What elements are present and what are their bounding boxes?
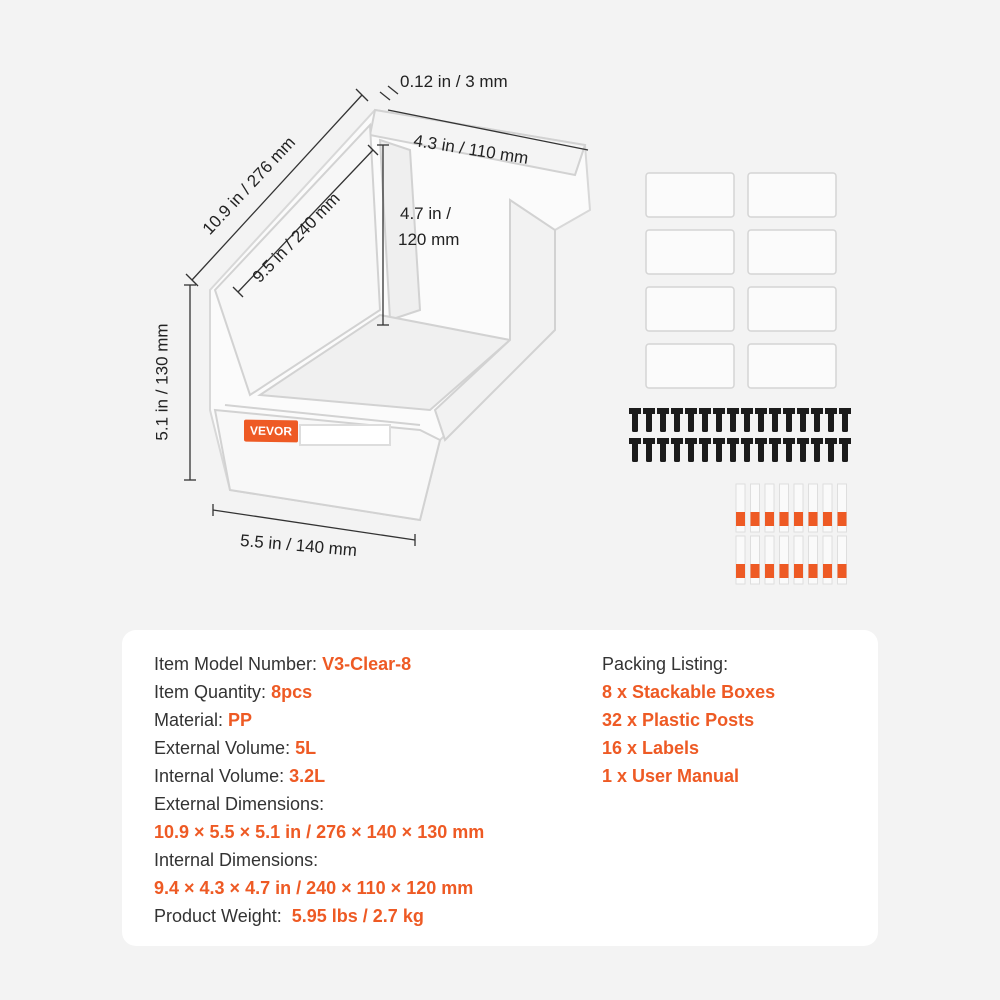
dim-wall-thickness: 0.12 in / 3 mm — [400, 72, 508, 91]
label-strip — [764, 483, 775, 533]
plastic-post-head — [643, 438, 655, 444]
label-strip-brand — [750, 564, 760, 578]
plastic-post-head — [699, 408, 711, 414]
plastic-post-head — [727, 438, 739, 444]
spec-int-dim-value: 9.4 × 4.3 × 4.7 in / 240 × 110 × 120 mm — [154, 878, 474, 898]
packing-item: 16 x Labels — [602, 738, 700, 758]
label-strip-brand — [794, 512, 803, 526]
plastic-post-head — [629, 438, 641, 444]
spec-quantity: Item Quantity: 8pcs — [154, 682, 313, 702]
bin-illustration — [184, 85, 851, 585]
label-strip-brand — [808, 564, 818, 578]
spec-ext-dim-value: 10.9 × 5.5 × 5.1 in / 276 × 140 × 130 mm — [154, 822, 485, 842]
plastic-post-head — [629, 408, 641, 414]
spec-int-dim-label: Internal Dimensions: — [154, 850, 319, 870]
label-strip — [750, 535, 760, 585]
packing-list: Packing Listing: 8 x Stackable Boxes 32 … — [602, 650, 862, 790]
dimension-lines — [184, 85, 589, 546]
plastic-post-head — [825, 408, 837, 414]
plastic-post-head — [657, 438, 669, 444]
label-strip — [837, 535, 847, 585]
label-strip — [779, 535, 789, 585]
plastic-post-head — [755, 438, 767, 444]
label-strip — [735, 483, 746, 533]
dim-inner-height-mm: 120 mm — [398, 230, 460, 249]
label-strip — [822, 483, 833, 533]
label-strip — [822, 535, 833, 585]
plastic-post-head — [713, 408, 725, 414]
packing-item: 1 x User Manual — [602, 766, 740, 786]
spec-weight: Product Weight: 5.95 lbs / 2.7 kg — [154, 906, 424, 926]
spec-ext-volume: External Volume: 5L — [154, 738, 317, 758]
label-strip — [808, 483, 818, 533]
brand-logo: VEVOR — [244, 419, 298, 443]
plastic-post-head — [657, 408, 669, 414]
plastic-post-head — [699, 438, 711, 444]
dim-outer-height: 5.1 in / 130 mm — [152, 323, 172, 441]
plastic-post-head — [811, 408, 823, 414]
spec-material: Material: PP — [154, 710, 253, 730]
label-strip-brand — [823, 512, 832, 526]
plastic-post-head — [839, 438, 851, 444]
spec-model: Item Model Number: V3-Clear-8 — [154, 654, 412, 674]
plastic-post-head — [783, 438, 795, 444]
label-strip — [793, 483, 804, 533]
plastic-post-head — [671, 408, 683, 414]
plastic-post-head — [713, 438, 725, 444]
plastic-post-head — [741, 438, 753, 444]
plastic-post-head — [727, 408, 739, 414]
label-strip-brand — [837, 512, 847, 526]
label-strip-brand — [736, 564, 745, 578]
plastic-post-head — [825, 438, 837, 444]
spec-list: Item Model Number: V3-Clear-8 Item Quant… — [154, 650, 574, 930]
label-strip — [793, 535, 804, 585]
plastic-posts — [629, 408, 851, 462]
plastic-post-head — [755, 408, 767, 414]
label-strip-brand — [765, 564, 774, 578]
plastic-post-head — [811, 438, 823, 444]
plastic-post-head — [769, 438, 781, 444]
plastic-post-head — [839, 408, 851, 414]
plastic-post-head — [685, 408, 697, 414]
label-strip-brand — [765, 512, 774, 526]
label-strip-brand — [779, 512, 789, 526]
accessory-boxes — [645, 172, 837, 389]
plastic-post-head — [685, 438, 697, 444]
label-strip-brand — [736, 512, 745, 526]
packing-item: 8 x Stackable Boxes — [602, 682, 776, 702]
plastic-post-head — [797, 408, 809, 414]
label-strip — [735, 535, 746, 585]
packing-item: 32 x Plastic Posts — [602, 710, 755, 730]
plastic-post-head — [769, 408, 781, 414]
label-strip-brand — [823, 564, 832, 578]
spec-int-volume: Internal Volume: 3.2L — [154, 766, 326, 786]
plastic-post-head — [643, 408, 655, 414]
label-strip-brand — [808, 512, 818, 526]
label-strip — [750, 483, 760, 533]
label-strip — [779, 483, 789, 533]
plastic-post-head — [671, 438, 683, 444]
label-strip — [808, 535, 818, 585]
dim-inner-height: 4.7 in / — [400, 204, 452, 223]
plastic-post-head — [797, 438, 809, 444]
plastic-post-head — [741, 408, 753, 414]
label-strips — [735, 483, 847, 585]
label-strip-brand — [794, 564, 803, 578]
spec-ext-dim-label: External Dimensions: — [154, 794, 325, 814]
label-strip — [837, 483, 847, 533]
packing-title: Packing Listing: — [602, 654, 729, 674]
label-strip-brand — [779, 564, 789, 578]
label-strip-brand — [750, 512, 760, 526]
label-strip — [764, 535, 775, 585]
plastic-post-head — [783, 408, 795, 414]
spec-card: Item Model Number: V3-Clear-8 Item Quant… — [122, 630, 878, 946]
label-strip-brand — [837, 564, 847, 578]
